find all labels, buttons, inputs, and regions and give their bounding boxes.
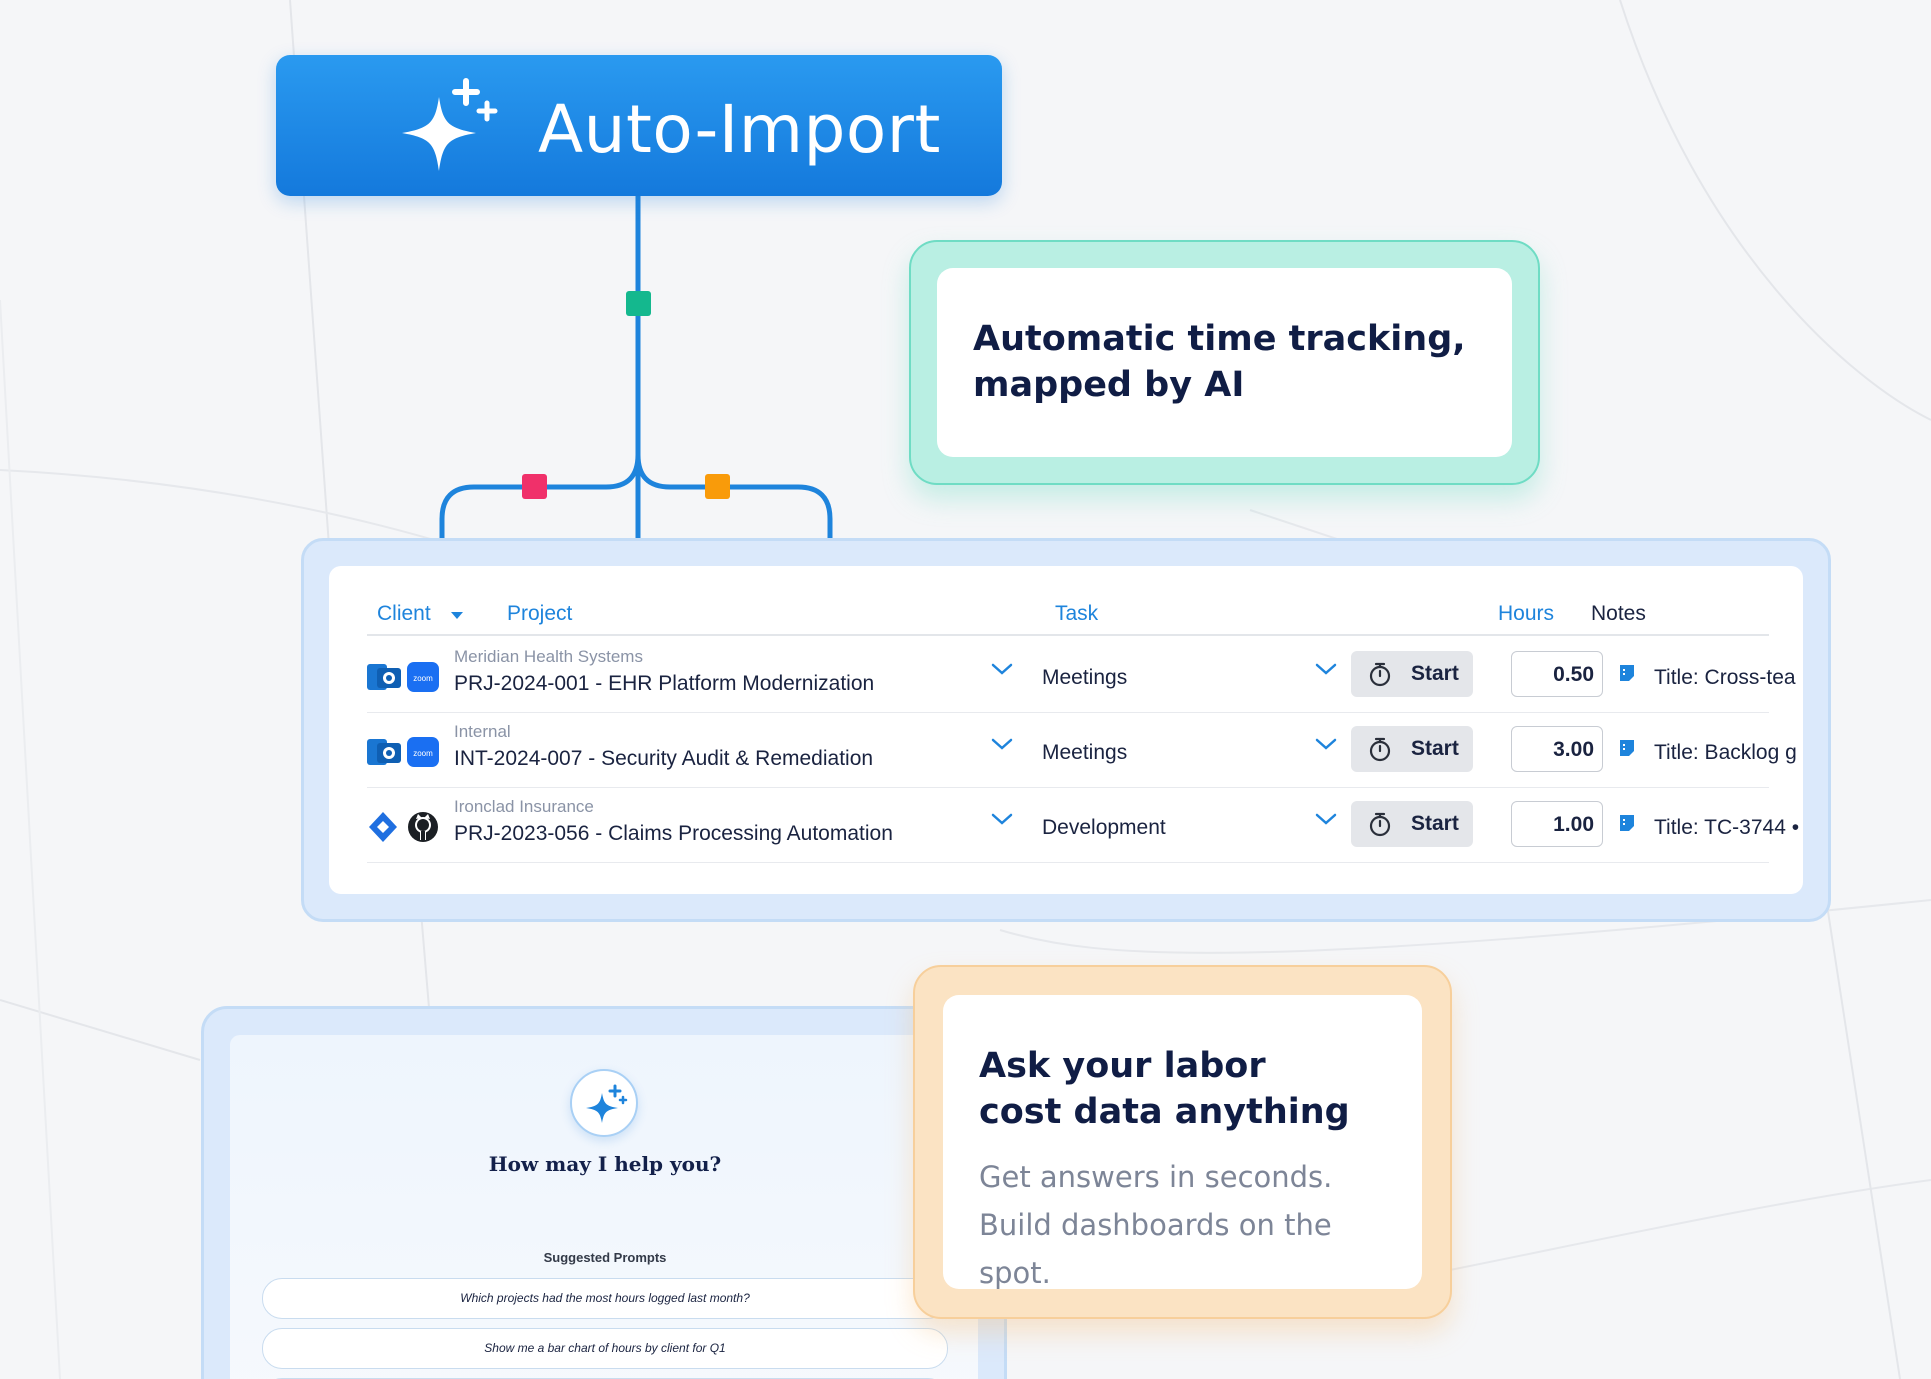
start-timer-button[interactable]: Start: [1351, 726, 1473, 772]
row-note: Title: Cross-tea: [1654, 666, 1796, 689]
row-source-icons: zoom: [367, 662, 439, 692]
column-header-hours[interactable]: Hours: [1498, 602, 1555, 625]
column-header-client[interactable]: Client: [377, 602, 431, 625]
note-icon: [1620, 740, 1634, 756]
table-row: Ironclad Insurance PRJ-2023-056 - Claims…: [367, 788, 1799, 863]
zoom-icon: zoom: [407, 662, 439, 692]
suggested-prompts-title: Suggested Prompts: [543, 1250, 667, 1265]
callout-labor-cost-card: Ask your labor cost data anything Get an…: [943, 995, 1422, 1290]
auto-import-title: Auto-Import: [538, 91, 941, 168]
zoom-icon: zoom: [407, 737, 439, 767]
row-client: Meridian Health Systems: [454, 647, 643, 666]
outlook-icon: [367, 664, 401, 690]
row-source-icons: zoom: [367, 737, 439, 767]
row-source-icons: [369, 812, 438, 842]
chevron-down-icon[interactable]: [991, 812, 1013, 826]
hours-input[interactable]: 1.00: [1511, 801, 1603, 847]
svg-text:zoom: zoom: [413, 749, 433, 758]
stopwatch-icon: [1369, 812, 1391, 837]
table-row: zoom Internal INT-2024-007 - Security Au…: [367, 713, 1797, 788]
start-timer-button[interactable]: Start: [1351, 651, 1473, 697]
chevron-down-icon[interactable]: [1315, 737, 1337, 751]
assistant-avatar: [570, 1069, 638, 1137]
callout-time-tracking: Automatic time tracking, mapped by AI: [909, 240, 1540, 485]
hours-input[interactable]: 0.50: [1511, 651, 1603, 697]
caret-down-icon[interactable]: [451, 612, 463, 619]
callout-labor-cost: Ask your labor cost data anything Get an…: [913, 965, 1452, 1319]
row-project[interactable]: PRJ-2023-056 - Claims Processing Automat…: [454, 822, 893, 845]
row-project[interactable]: INT-2024-007 - Security Audit & Remediat…: [454, 747, 874, 770]
start-button-label: Start: [1411, 812, 1459, 835]
stopwatch-icon: [1369, 737, 1391, 762]
auto-import-banner: Auto-Import: [276, 55, 1002, 196]
hours-input[interactable]: 3.00: [1511, 726, 1603, 772]
row-note: Title: TC-3744 •: [1654, 816, 1800, 839]
column-header-notes: Notes: [1591, 602, 1646, 625]
suggested-prompt-button[interactable]: Show me a bar chart of hours by client f…: [262, 1328, 948, 1369]
sparkle-icon: [402, 78, 498, 171]
note-icon: [1620, 665, 1634, 681]
chevron-down-icon[interactable]: [991, 662, 1013, 676]
start-button-label: Start: [1411, 662, 1459, 685]
timesheet-table: Client Project Task Hours Notes zoom: [329, 566, 1803, 894]
github-icon: [408, 812, 438, 842]
node-pink: [522, 474, 547, 499]
svg-text:zoom: zoom: [413, 674, 433, 683]
row-client: Internal: [454, 722, 511, 741]
row-task[interactable]: Development: [1042, 816, 1166, 839]
column-header-project[interactable]: Project: [507, 602, 573, 625]
callout-time-tracking-title: Automatic time tracking, mapped by AI: [973, 319, 1466, 405]
chat-title: How may I help you?: [488, 1152, 722, 1176]
timesheet-header: Client Project Task Hours Notes: [367, 602, 1769, 636]
start-timer-button[interactable]: Start: [1351, 801, 1473, 847]
callout-labor-cost-subtitle: Get answers in seconds. Build dashboards…: [979, 1160, 1333, 1290]
start-button-label: Start: [1411, 737, 1459, 760]
callout-time-tracking-card: Automatic time tracking, mapped by AI: [937, 268, 1512, 457]
timesheet-panel: Client Project Task Hours Notes zoom: [301, 538, 1831, 922]
chevron-down-icon[interactable]: [1315, 812, 1337, 826]
jira-icon: [369, 812, 397, 842]
note-icon: [1620, 815, 1634, 831]
callout-labor-cost-title: Ask your labor cost data anything: [979, 1046, 1350, 1132]
sparkle-icon: [586, 1084, 628, 1123]
row-note: Title: Backlog g: [1654, 741, 1797, 764]
stopwatch-icon: [1369, 662, 1391, 687]
row-project[interactable]: PRJ-2024-001 - EHR Platform Modernizatio…: [454, 672, 875, 695]
chevron-down-icon[interactable]: [991, 737, 1013, 751]
row-task[interactable]: Meetings: [1042, 666, 1128, 689]
chat-panel: How may I help you? Suggested Prompts Wh…: [201, 1006, 1007, 1379]
node-orange: [705, 474, 730, 499]
chat-body: How may I help you? Suggested Prompts Wh…: [230, 1035, 978, 1379]
outlook-icon: [367, 739, 401, 765]
row-client: Ironclad Insurance: [454, 797, 594, 816]
row-task[interactable]: Meetings: [1042, 741, 1128, 764]
table-row: zoom Meridian Health Systems PRJ-2024-00…: [367, 638, 1796, 713]
suggested-prompt-button[interactable]: Which projects had the most hours logged…: [262, 1278, 948, 1319]
node-green: [626, 291, 651, 316]
chevron-down-icon[interactable]: [1315, 662, 1337, 676]
column-header-task[interactable]: Task: [1055, 602, 1099, 625]
